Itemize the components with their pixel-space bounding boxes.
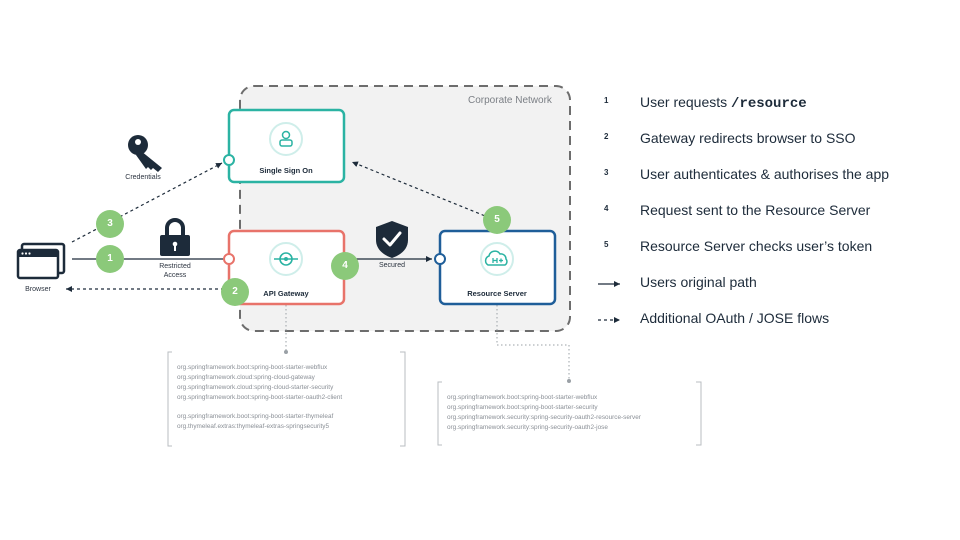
dependency-item: org.springframework.boot:spring-boot-sta… (177, 412, 334, 420)
dependency-item: org.springframework.boot:spring-boot-sta… (447, 394, 598, 401)
resource-port (434, 253, 446, 265)
legend-step-text: Resource Server checks user’s token (640, 238, 873, 254)
legend-step-text: Gateway redirects browser to SSO (640, 130, 856, 146)
legend-step-number: 1 (604, 96, 609, 105)
resource-deps-panel (437, 381, 702, 446)
legend-step-text-prefix: User requests (640, 94, 732, 110)
resource-deps-dot (567, 379, 571, 383)
sso-port (223, 154, 235, 166)
legend-step-1: 1 User requests /resource (604, 92, 944, 112)
dependency-item: org.springframework.boot:spring-boot-sta… (177, 364, 328, 371)
step-badge-2: 2 (221, 278, 249, 306)
step-badge-5: 5 (483, 206, 511, 234)
browser-label: Browser (25, 286, 51, 293)
dependency-item: org.springframework.cloud:spring-cloud-s… (177, 383, 334, 391)
dependency-item: org.springframework.boot:spring-boot-sta… (447, 403, 598, 411)
credentials-label: Credentials (125, 174, 161, 181)
gateway-title: API Gateway (263, 289, 309, 298)
legend-solid-entry: Users original path (604, 272, 944, 292)
legend-step-number: 2 (604, 132, 609, 141)
flow-resource-to-sso (351, 161, 491, 219)
dependency-item: org.springframework.security:spring-secu… (447, 423, 608, 431)
browser-icon (16, 242, 66, 280)
resource-deps-connector (496, 305, 570, 381)
corporate-network-label: Corporate Network (468, 95, 552, 106)
resource-server-icon (480, 242, 514, 276)
lock-icon (160, 218, 190, 256)
legend-step-number: 3 (604, 168, 609, 177)
gateway-icon (269, 242, 303, 276)
legend-dashed-text: Additional OAuth / JOSE flows (640, 310, 830, 326)
legend-solid-text: Users original path (640, 274, 757, 290)
legend-step-3: 3 User authenticates & authorises the ap… (604, 164, 944, 184)
legend-step-5: 5 Resource Server checks user’s token (604, 236, 944, 256)
step-badge-3: 3 (96, 210, 124, 238)
shield-check-icon (376, 221, 408, 258)
restricted-label-line2: Access (163, 272, 187, 279)
legend-step-text: Request sent to the Resource Server (640, 202, 871, 218)
gateway-deps-panel (167, 351, 406, 447)
restricted-label-line1: Restricted (159, 263, 191, 270)
resource-server-title: Resource Server (467, 289, 527, 298)
sso-user-icon (269, 122, 303, 156)
key-icon (128, 135, 162, 172)
legend-step-number: 5 (604, 240, 609, 249)
dependency-item: org.springframework.cloud:spring-cloud-g… (177, 373, 315, 381)
gateway-deps-dot (284, 350, 288, 354)
flow-browser-to-sso (71, 162, 223, 243)
gateway-port (223, 253, 235, 265)
step-badge-4: 4 (331, 252, 359, 280)
legend-step-2: 2 Gateway redirects browser to SSO (604, 128, 944, 148)
resource-dependency-list: org.springframework.boot:spring-boot-sta… (447, 393, 641, 433)
dependency-item: org.springframework.boot:spring-boot-sta… (177, 393, 343, 401)
legend-step-number: 4 (604, 204, 609, 213)
gateway-dependency-list: org.springframework.boot:spring-boot-sta… (177, 363, 342, 431)
legend-step-4: 4 Request sent to the Resource Server (604, 200, 944, 220)
step-badge-1: 1 (96, 245, 124, 273)
legend-step-text: User authenticates & authorises the app (640, 166, 890, 182)
legend-step-code: /resource (731, 96, 807, 112)
legend-step-text: User requests /resource (640, 94, 807, 112)
legend-dashed-entry: Additional OAuth / JOSE flows (604, 308, 944, 328)
sso-title: Single Sign On (259, 166, 313, 175)
dependency-item: org.springframework.security:spring-secu… (447, 413, 641, 421)
secured-label: Secured (378, 262, 406, 269)
dependency-item: org.thymeleaf.extras:thymeleaf-extras-sp… (177, 422, 330, 430)
